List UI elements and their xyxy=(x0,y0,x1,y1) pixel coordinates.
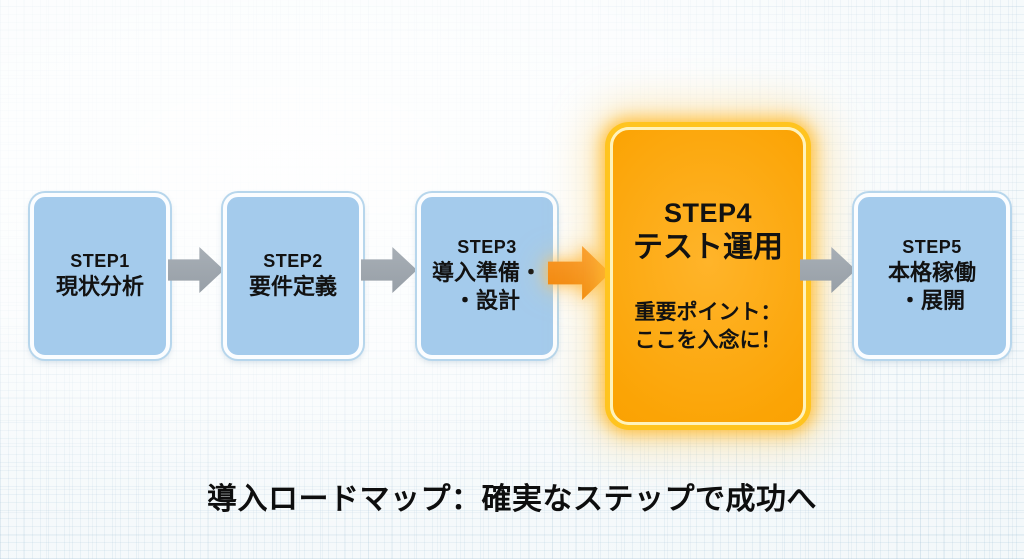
step5-title: 本格稼働 ・展開 xyxy=(888,259,976,316)
step4-note: 重要ポイント： ここを入念に！ xyxy=(635,299,782,356)
step4-note-line1: 重要ポイント： xyxy=(634,300,782,324)
step3-title-line1: 導入準備・ xyxy=(431,259,542,285)
arrow-right-icon xyxy=(168,247,224,293)
step2-label: STEP2 xyxy=(263,251,323,272)
step1-title: 現状分析 xyxy=(55,273,144,299)
step3-box: STEP3 導入準備・ ・設計 xyxy=(417,193,557,359)
arrow-right-icon xyxy=(800,247,856,293)
step3-label: STEP3 xyxy=(457,237,517,258)
step4-note-line2: ここを入念に！ xyxy=(634,328,782,352)
step3-title: 導入準備・ ・設計 xyxy=(432,259,542,316)
step5-box: STEP5 本格稼働 ・展開 xyxy=(854,193,1010,359)
step1-box: STEP1 現状分析 xyxy=(30,193,170,359)
step5-title-line2: ・展開 xyxy=(898,288,965,314)
step2-box: STEP2 要件定義 xyxy=(223,193,363,359)
step4-title: テスト運用 xyxy=(633,231,783,265)
step1-label: STEP1 xyxy=(70,251,130,272)
step3-title-line2: ・設計 xyxy=(453,288,520,314)
arrow-right-orange-icon xyxy=(548,246,610,300)
step5-label: STEP5 xyxy=(902,237,962,258)
step5-title-line1: 本格稼働 xyxy=(887,259,976,285)
step4-box-highlighted: STEP4 テスト運用 重要ポイント： ここを入念に！ xyxy=(610,127,806,425)
highlight-arrow-glow xyxy=(540,238,620,308)
arrow-right-icon xyxy=(361,247,417,293)
diagram-caption: 導入ロードマップ：確実なステップで成功へ xyxy=(207,483,817,516)
step2-title: 要件定義 xyxy=(248,273,337,299)
step4-label: STEP4 xyxy=(663,197,753,228)
